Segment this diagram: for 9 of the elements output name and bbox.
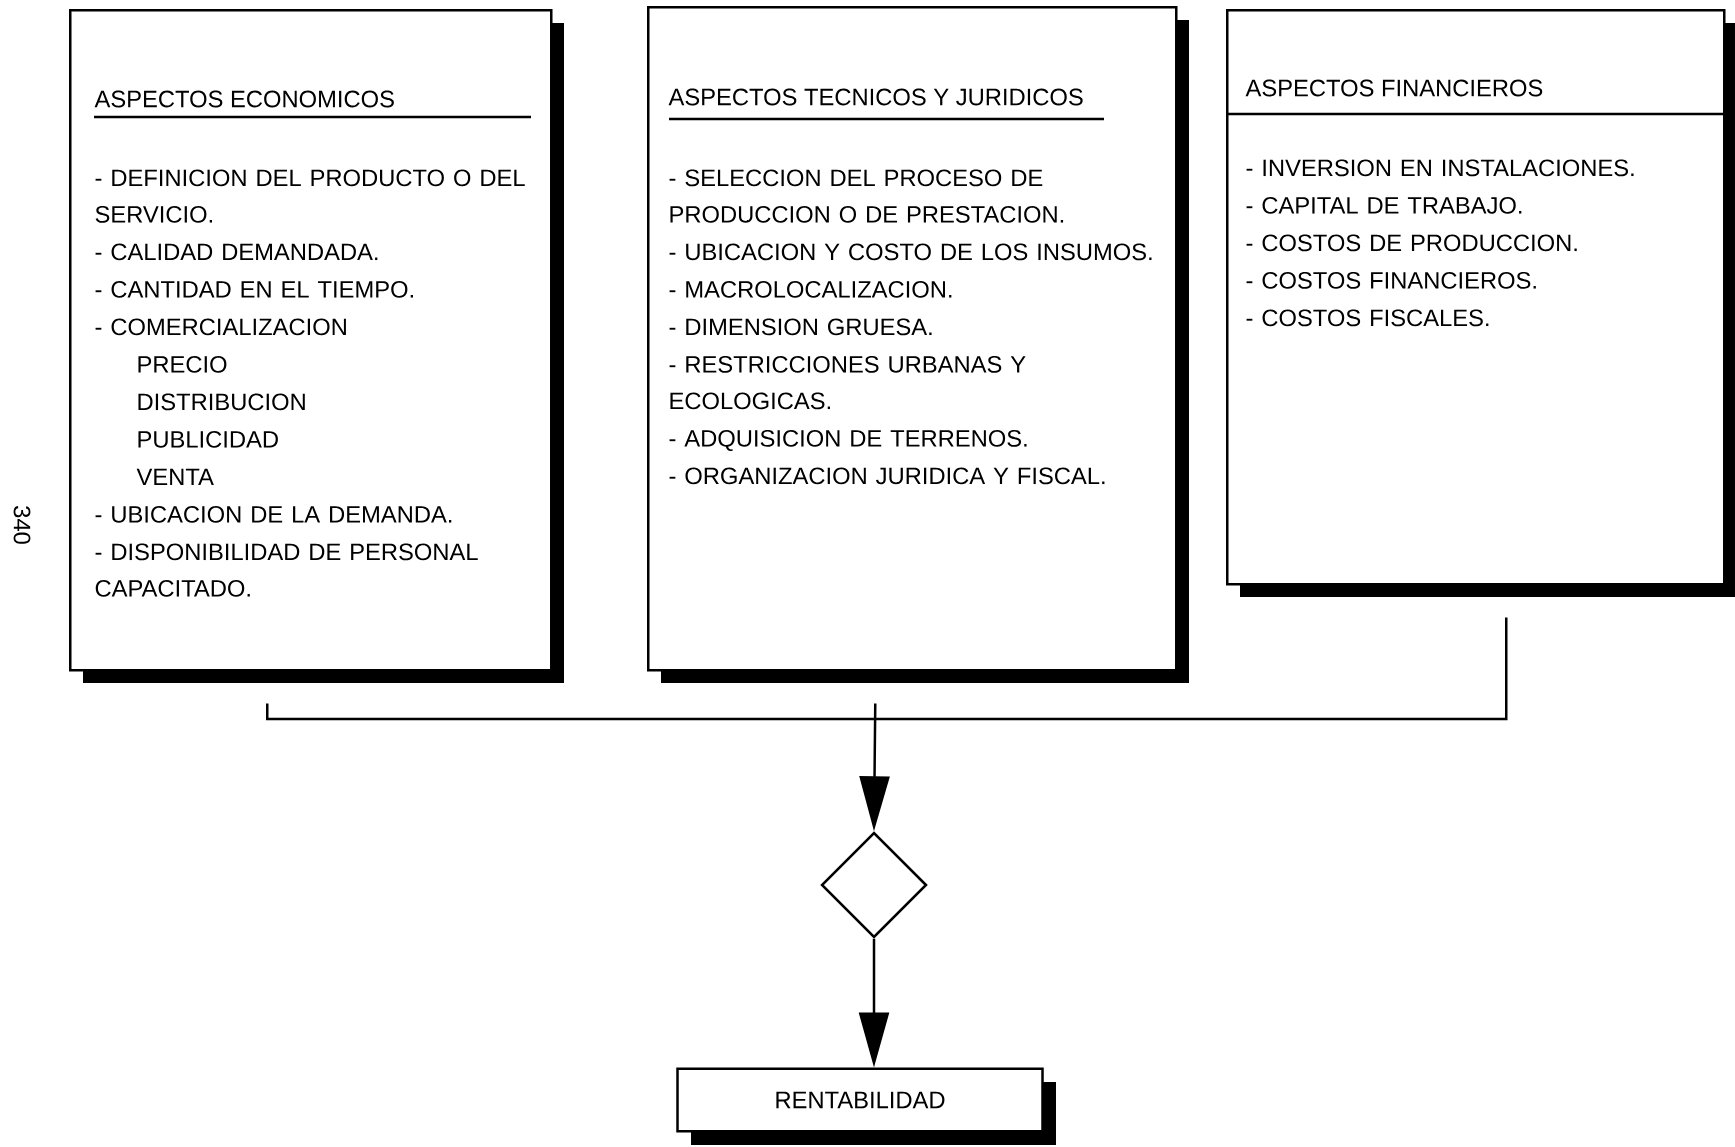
result-box: RENTABILIDAD bbox=[676, 1067, 1056, 1145]
list-item: - COSTOS DE PRODUCCION. bbox=[1246, 234, 1577, 252]
list-item: - CAPITAL DE TRABAJO. bbox=[1246, 196, 1522, 214]
list-item: - INVERSION EN INSTALACIONES. bbox=[1246, 159, 1634, 177]
list-item: - COSTOS FISCALES. bbox=[1246, 309, 1489, 327]
page-number: 340 bbox=[13, 506, 31, 544]
decision-diamond bbox=[820, 831, 928, 939]
box-heading: ASPECTOS FINANCIEROS bbox=[1245, 79, 1543, 97]
list-item: - COSTOS FINANCIEROS. bbox=[1246, 271, 1536, 289]
